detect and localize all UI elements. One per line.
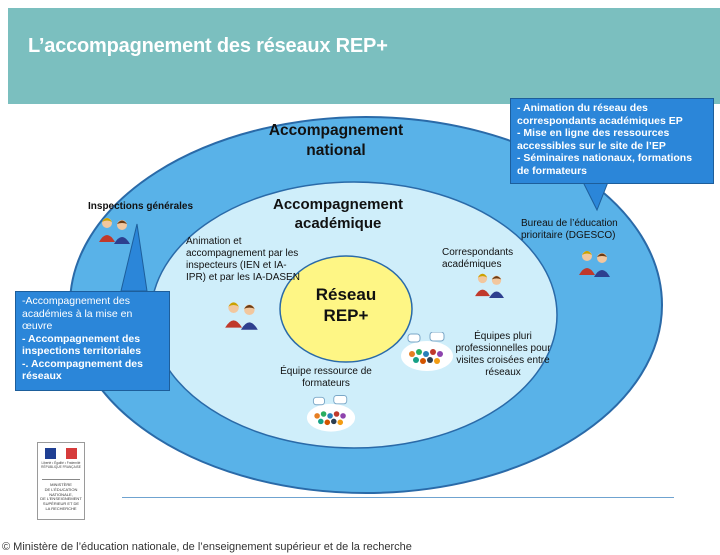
logo-separator	[42, 479, 80, 480]
people-icon	[475, 273, 504, 298]
copyright-notice: © Ministère de l’éducation nationale, de…	[2, 541, 412, 553]
center-reseau	[279, 255, 413, 363]
label-national: Accompagnement national	[268, 122, 404, 159]
logo-motto: Liberté • Égalité • Fraternité RÉPUBLIQU…	[41, 461, 81, 469]
crowd-speech-icon	[401, 332, 453, 371]
label-animation: Animation et accompagnement par les insp…	[186, 236, 300, 283]
label-academique: Accompagnement académique	[272, 196, 404, 232]
callout-inspections-actions: -Accompagnement des académies à la mise …	[15, 291, 170, 391]
logo-ministry-text: MINISTÈRE DE L’ÉDUCATION NATIONALE, DE L…	[40, 482, 82, 511]
callout-national-actions: - Animation du réseau des correspondants…	[510, 98, 714, 184]
footer-divider	[122, 497, 674, 498]
label-equipe-ressource: Équipe ressource de formateurs	[280, 366, 372, 389]
page-title: L’accompagnement des réseaux REP+	[28, 35, 388, 57]
label-correspondants: Correspondants académiques	[442, 247, 514, 270]
label-inspections-generales: Inspections générales	[88, 201, 194, 212]
label-equipes-pluri: Équipes pluri professionnelles pour visi…	[455, 331, 551, 378]
people-icon	[579, 251, 610, 277]
republique-francaise-flag-icon	[45, 448, 77, 459]
ministry-logo: Liberté • Égalité • Fraternité RÉPUBLIQU…	[37, 442, 85, 520]
crowd-speech-icon	[306, 395, 356, 432]
people-icon	[99, 218, 130, 244]
label-reseau: Réseau REP+	[315, 285, 377, 325]
label-bureau-dgesco: Bureau de l’éducation prioritaire (DGESC…	[521, 218, 618, 241]
header-banner	[8, 8, 720, 104]
people-icon	[225, 302, 258, 330]
